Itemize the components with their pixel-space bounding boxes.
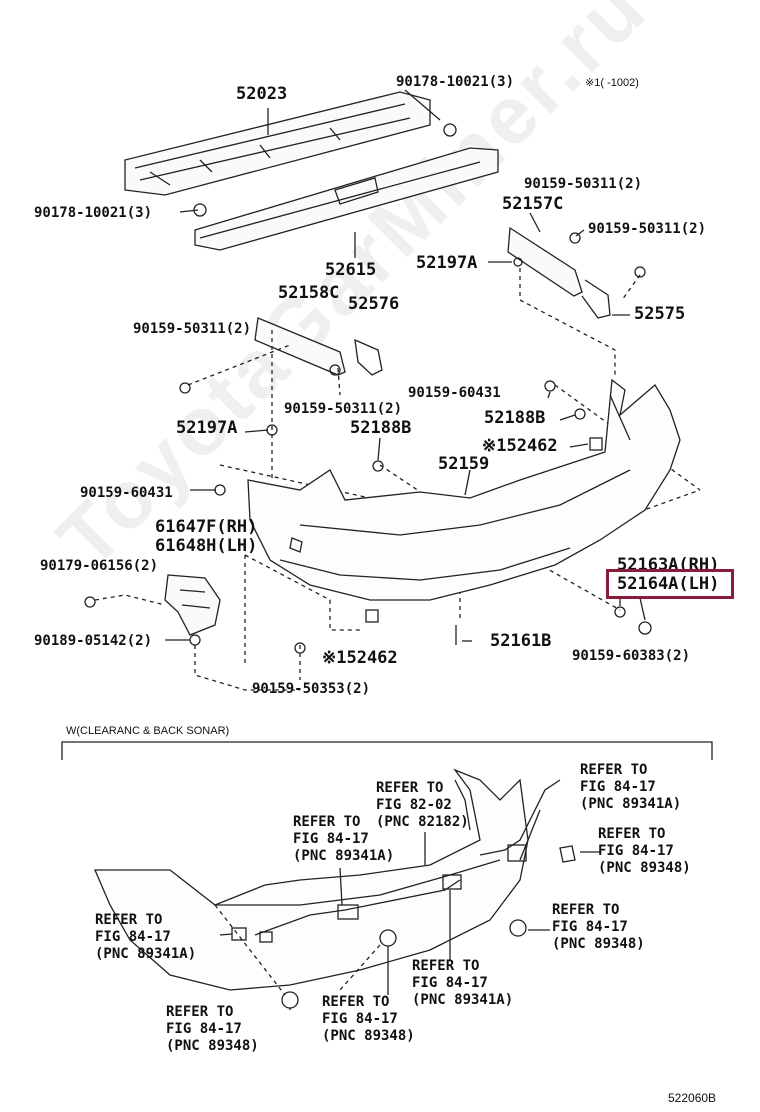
refer-89348-bottom-center: REFER TO FIG 84-17 (PNC 89348) — [322, 994, 415, 1044]
part-label-52157C: 52157C — [502, 194, 564, 214]
refer-82182: REFER TO FIG 82-02 (PNC 82182) — [376, 780, 469, 830]
diagram-code: 522060B — [668, 1091, 717, 1105]
part-label-52188B-left: 52188B — [350, 418, 412, 438]
part-label-52023: 52023 — [236, 84, 288, 104]
part-label-52615: 52615 — [325, 260, 377, 280]
part-label-52462-bottom: ※152462 — [322, 648, 398, 668]
refer-89341A-left: REFER TO FIG 84-17 (PNC 89341A) — [95, 912, 197, 962]
note-label: ※1( -1002) — [585, 77, 639, 89]
part-label-52159: 52159 — [438, 454, 490, 474]
section-title: W(CLEARANC & BACK SONAR) — [66, 725, 230, 737]
part-label-90179: 90179-06156(2) — [40, 558, 159, 574]
absorber-52615 — [194, 147, 499, 251]
part-label-61647F: 61647F(RH) — [155, 517, 258, 537]
reinforcement-52023 — [124, 91, 431, 196]
refer-89348-right-top: REFER TO FIG 84-17 (PNC 89348) — [598, 826, 691, 876]
part-label-90178-left: 90178-10021(3) — [34, 205, 153, 221]
part-label-90159-50353: 90159-50353(2) — [252, 681, 371, 697]
part-label-90159-50311-tr1: 90159-50311(2) — [524, 176, 643, 192]
part-label-52576: 52576 — [348, 294, 400, 314]
part-label-52575: 52575 — [634, 304, 686, 324]
refer-89341A-bottom: REFER TO FIG 84-17 (PNC 89341A) — [412, 958, 514, 1008]
highlight-box — [606, 569, 734, 599]
part-label-90159-60431-right: 90159-60431 — [408, 385, 501, 401]
part-label-90178-top: 90178-10021(3) — [396, 74, 515, 90]
part-label-52197A-right: 52197A — [416, 253, 478, 273]
part-label-52158C: 52158C — [278, 283, 340, 303]
bumper-cover-52159 — [247, 378, 681, 601]
retainer-52158C — [254, 317, 383, 376]
refer-89348-bottom-left: REFER TO FIG 84-17 (PNC 89348) — [166, 1004, 259, 1054]
part-label-90159-50311-mid: 90159-50311(2) — [284, 401, 403, 417]
part-label-90159-60431-left: 90159-60431 — [80, 485, 173, 501]
part-label-52161B: 52161B — [490, 631, 552, 651]
part-label-52197A-left: 52197A — [176, 418, 238, 438]
part-label-90159-50311-tr2: 90159-50311(2) — [588, 221, 707, 237]
part-label-90189: 90189-05142(2) — [34, 633, 153, 649]
part-label-52164A: 52164A(LH) — [617, 574, 720, 594]
refer-89341A-center: REFER TO FIG 84-17 (PNC 89341A) — [293, 814, 395, 864]
bracket-61647F — [164, 574, 221, 636]
part-label-90159-60383: 90159-60383(2) — [572, 648, 691, 664]
part-label-52462-right: ※152462 — [482, 436, 558, 456]
part-label-61648H: 61648H(LH) — [155, 536, 258, 556]
refer-89348-right: REFER TO FIG 84-17 (PNC 89348) — [552, 902, 645, 952]
part-label-90159-50311-left: 90159-50311(2) — [133, 321, 252, 337]
part-label-52188B-right: 52188B — [484, 408, 546, 428]
refer-89341A-right-top: REFER TO FIG 84-17 (PNC 89341A) — [580, 762, 682, 812]
retainer-52157C — [507, 226, 611, 319]
